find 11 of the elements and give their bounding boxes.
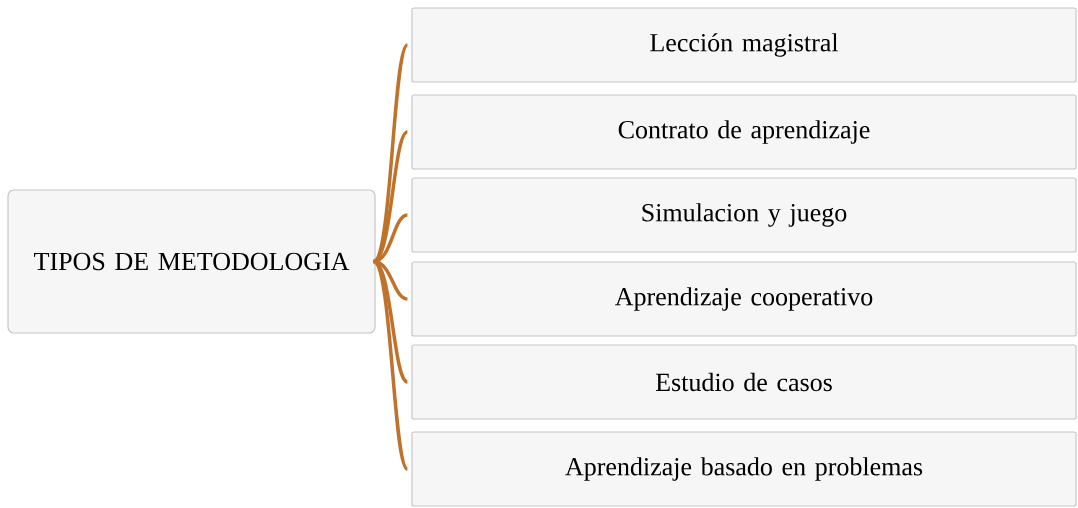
- method-box: Aprendizaje basado en problemas: [411, 431, 1077, 507]
- connector-line: [372, 130, 409, 263]
- connector-line: [373, 213, 408, 264]
- method-box: Lección magistral: [411, 7, 1077, 83]
- method-box: Aprendizaje cooperativo: [411, 261, 1077, 337]
- method-box: Estudio de casos: [411, 344, 1077, 420]
- connector-line: [373, 259, 408, 301]
- method-box: Simulacion y juego: [411, 177, 1077, 253]
- topic-box: TIPOS DE METODOLOGIA: [7, 189, 376, 334]
- method-box: Contrato de aprendizaje: [411, 94, 1077, 170]
- connector-line: [372, 260, 409, 471]
